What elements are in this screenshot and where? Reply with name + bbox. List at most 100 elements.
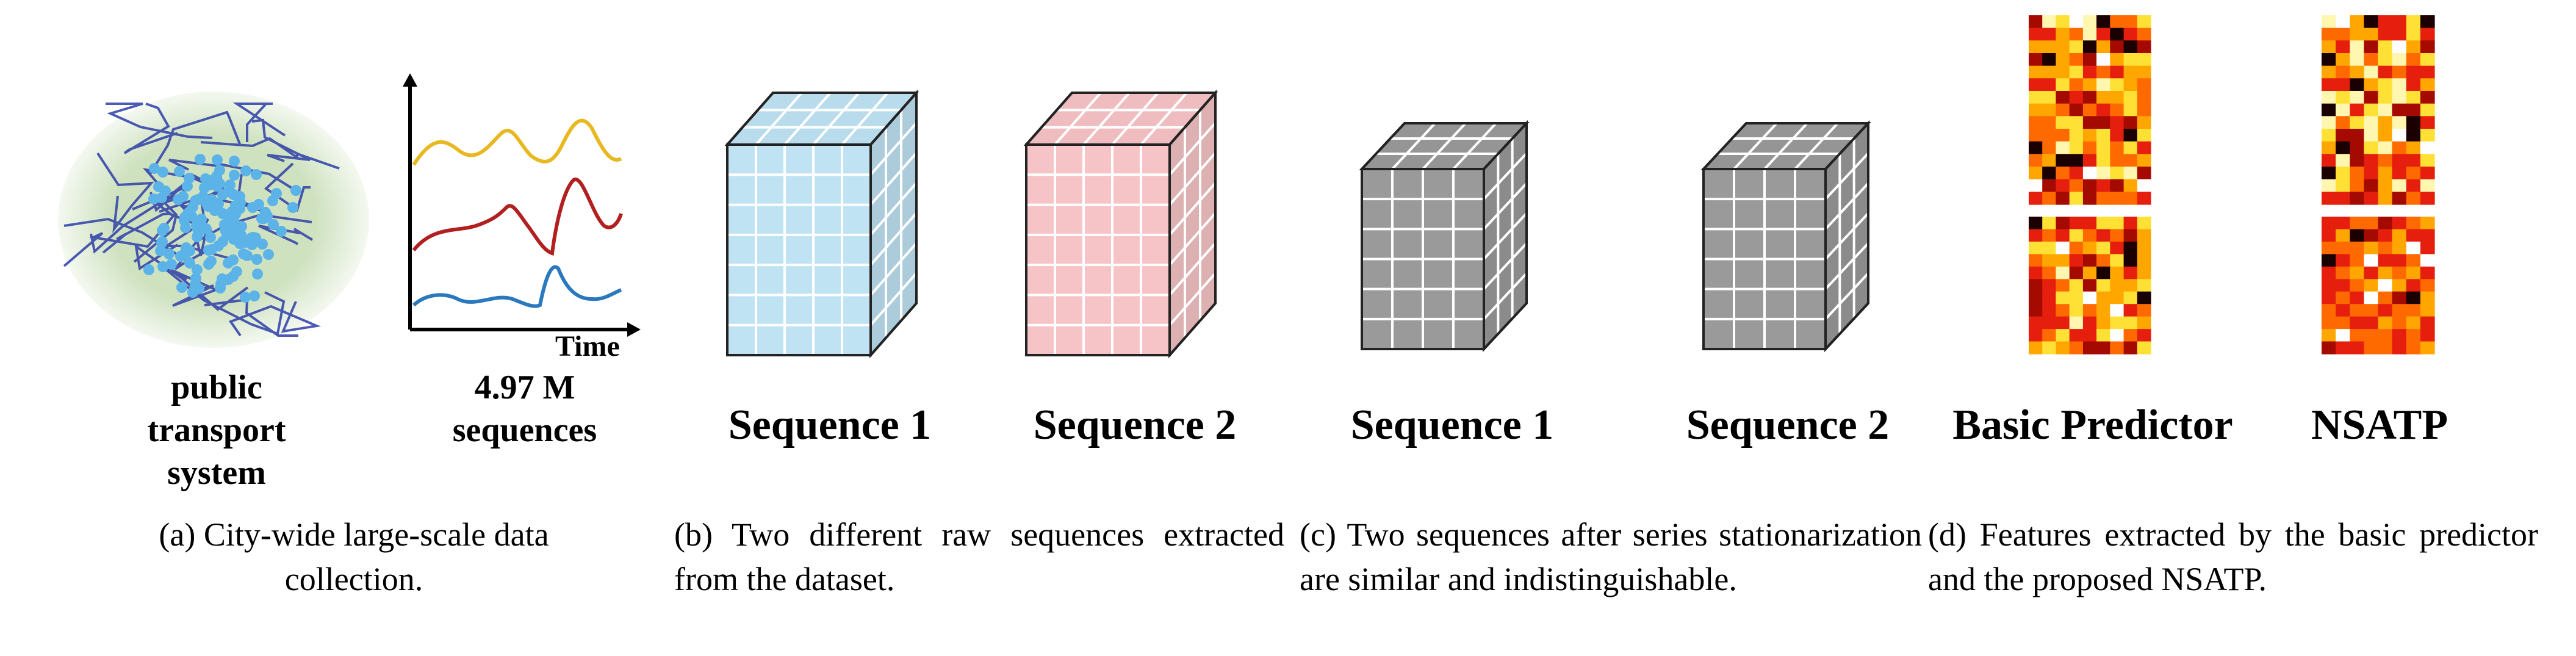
heatmap-cell	[2336, 217, 2350, 230]
heatmap-cell	[2029, 103, 2043, 117]
heatmap-cell	[2364, 179, 2379, 192]
heatmap-cell	[2364, 65, 2379, 79]
heatmap-cell	[2392, 40, 2407, 54]
heatmap-cell	[2123, 91, 2138, 104]
heatmap-cell	[2322, 91, 2336, 104]
transport-route	[204, 298, 298, 337]
transport-stop	[157, 261, 168, 272]
heatmap-cell	[2082, 65, 2097, 79]
heatmap-cell	[2082, 254, 2097, 267]
transport-stop	[223, 185, 234, 196]
heatmap-cell	[2336, 15, 2350, 29]
heatmap-cell	[2082, 304, 2097, 317]
heatmap-cell	[2110, 40, 2124, 54]
heatmap-cell	[2069, 316, 2084, 330]
transport-stop	[205, 232, 216, 243]
heatmap-cell	[2322, 27, 2336, 41]
heatmap-cell	[2096, 241, 2110, 254]
heatmap-cell	[2406, 266, 2421, 279]
cube-grid-line	[1483, 152, 1528, 200]
heatmap-cell	[2069, 266, 2084, 279]
heatmap-cell	[2029, 91, 2043, 104]
heatmap-cell	[2336, 40, 2350, 54]
transport-stop	[157, 225, 168, 236]
heatmap-cell	[2137, 27, 2151, 41]
heatmap-cell	[2350, 341, 2364, 355]
heatmap-cell	[2056, 304, 2070, 317]
transport-stop	[271, 188, 282, 199]
transport-stop	[192, 223, 203, 234]
transport-stop	[231, 266, 242, 277]
heatmap-cell	[2042, 65, 2056, 79]
heatmap-cell	[2096, 304, 2110, 317]
heatmap-cell	[2137, 229, 2151, 242]
heatmap-cell	[2056, 91, 2070, 104]
heatmap-cell	[2069, 141, 2084, 154]
heatmap-cell	[2110, 15, 2124, 29]
heatmap-cell	[2420, 179, 2435, 192]
transport-stop	[184, 258, 195, 269]
heatmap-cell	[2069, 154, 2084, 167]
heatmap-cell	[2082, 291, 2097, 305]
heatmap-cell	[2350, 91, 2364, 104]
heatmap-cell	[2137, 192, 2151, 205]
heatmap-cell	[2406, 78, 2421, 92]
transport-stop	[213, 240, 224, 251]
heatmap-cell	[2056, 329, 2070, 342]
heatmap-cell	[2123, 316, 2138, 330]
heatmap-cell	[2420, 241, 2435, 254]
heatmap-cell	[2378, 179, 2393, 192]
heatmap-cell	[2042, 53, 2056, 67]
heatmap-cell	[2336, 103, 2350, 117]
heatmap-cell	[2350, 78, 2364, 92]
heatmap-cell	[2123, 217, 2138, 230]
cube-grid-line	[783, 92, 832, 146]
heatmap-cell	[2056, 217, 2070, 230]
heatmap-cell	[2378, 341, 2393, 355]
heatmap-cell	[2364, 129, 2379, 142]
cube-grid-line	[1824, 152, 1869, 200]
heatmap-cell	[2322, 154, 2336, 167]
transport-route	[123, 103, 178, 154]
heatmap-cell	[2137, 116, 2151, 129]
heatmap-cell	[2420, 15, 2435, 29]
transport-stop	[276, 226, 287, 237]
heatmap-cell	[2029, 15, 2043, 29]
heatmap-cell	[2042, 129, 2056, 142]
cube-grid-line	[1140, 92, 1188, 146]
cube-grid-line	[869, 212, 918, 266]
transport-stop	[190, 273, 201, 284]
heatmap-cell	[2123, 266, 2138, 279]
transport-stop	[263, 249, 274, 260]
heatmap-cell	[2082, 241, 2097, 254]
heatmap-cell	[2123, 192, 2138, 205]
heatmap-cell	[2029, 229, 2043, 242]
time-series-thumbnail	[403, 73, 641, 337]
transport-route	[251, 118, 311, 162]
heatmap-cell	[2056, 53, 2070, 67]
heatmap-cell	[2350, 241, 2364, 254]
cube-grid-line	[1168, 152, 1217, 206]
heatmap-cell	[2378, 229, 2393, 242]
stationarized-sequence-2-cube	[1700, 120, 1871, 353]
heatmap-cell	[2069, 53, 2084, 67]
cube-grid-line	[869, 242, 918, 296]
transport-stop	[184, 245, 195, 256]
cube-grid-line	[869, 272, 918, 326]
heatmap-cell	[2042, 266, 2056, 279]
heatmap-cell	[2322, 254, 2336, 267]
transport-stop	[215, 283, 226, 294]
cube-grid-line	[869, 121, 918, 176]
heatmap-cell	[2322, 129, 2336, 142]
heatmap-cell	[2322, 103, 2336, 117]
transport-stop	[251, 169, 262, 180]
nsatp-heatmap-top	[2322, 15, 2435, 205]
heatmap-cell	[2056, 141, 2070, 154]
heatmap-cell	[2392, 27, 2407, 41]
heatmap-cell	[2364, 78, 2379, 92]
cube-grid-line	[1422, 122, 1467, 170]
heatmap-cell	[2350, 27, 2364, 41]
heatmap-cell	[2137, 65, 2151, 79]
heatmap-cell	[2137, 291, 2151, 305]
heatmap-cell	[2406, 15, 2421, 29]
